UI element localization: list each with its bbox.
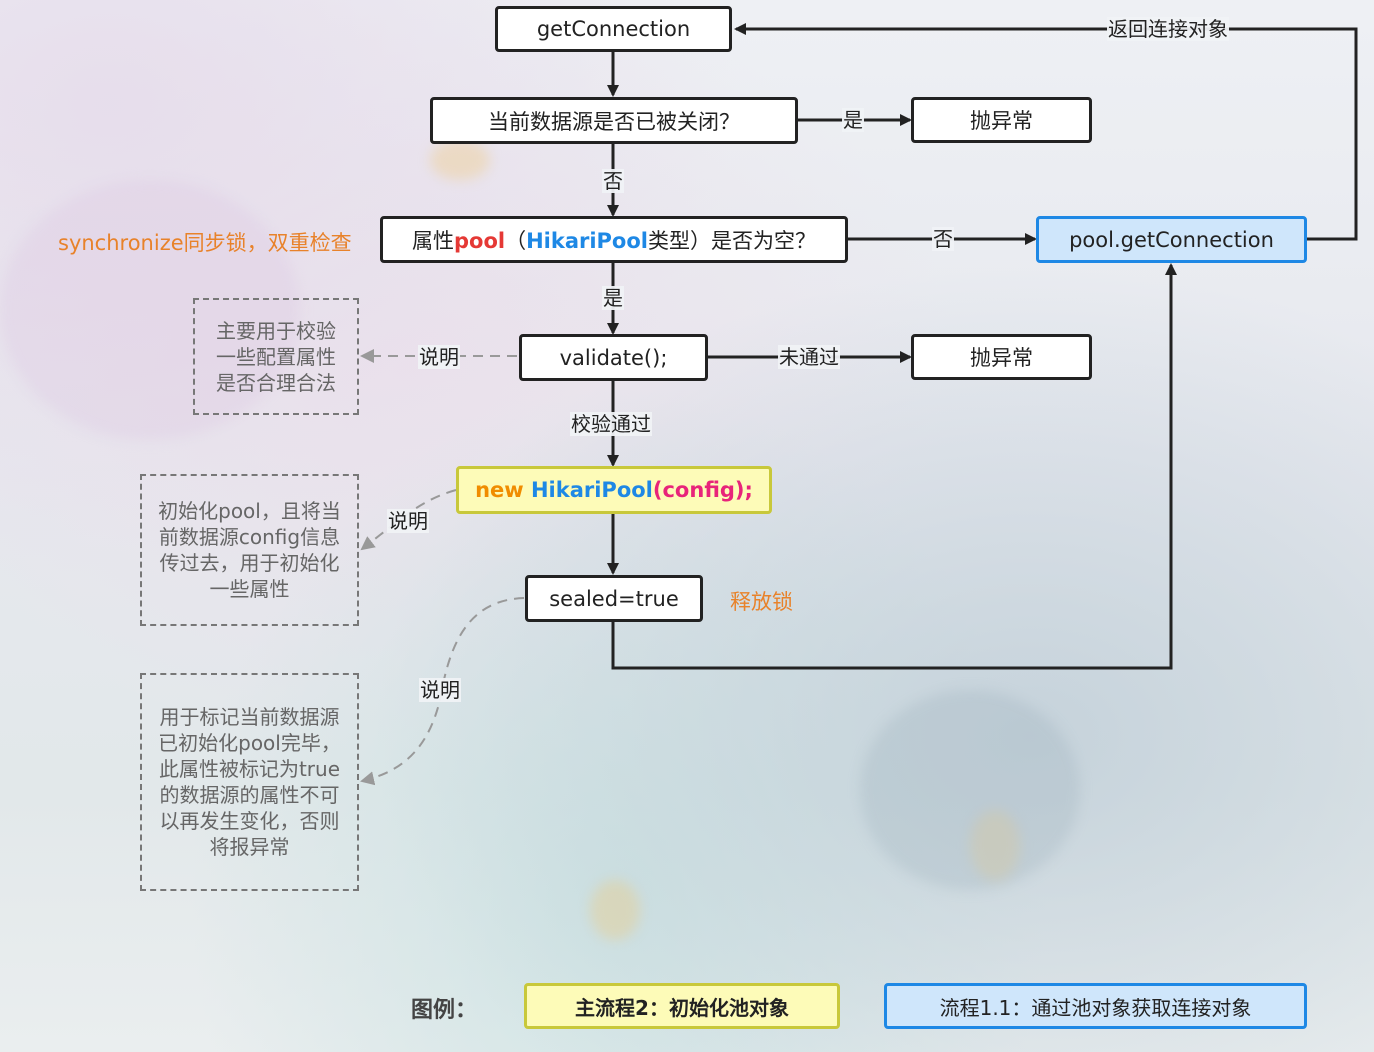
sealed-note: 用于标记当前数据源已初始化pool完毕，此属性被标记为true的数据源的属性不可…	[140, 673, 359, 891]
legend-flow-1-1: 流程1.1：通过池对象获取连接对象	[884, 983, 1307, 1029]
legend-title: 图例：	[411, 998, 478, 1023]
pool-null-paren: （	[505, 228, 527, 253]
sync-lock-annotation: synchronize同步锁，双重检查	[58, 231, 352, 255]
pool-get-connection-node: pool.getConnection	[1036, 216, 1307, 263]
throw-exception-node-1: 抛异常	[911, 97, 1092, 143]
pool-null-hikari: HikariPool	[526, 228, 648, 253]
pool-null-text: 属性pool（HikariPool类型）是否为空？	[412, 225, 816, 255]
get-connection-node: getConnection	[495, 6, 732, 52]
blossom-tree	[0, 180, 300, 440]
validate-note-text: 主要用于校验一些配置属性是否合理合法	[216, 318, 336, 395]
legend-main-flow: 主流程2：初始化池对象	[524, 983, 840, 1029]
label-explain-3: 说明	[419, 678, 461, 702]
new-config-arg: (config);	[652, 478, 753, 502]
throw-exception-node-2: 抛异常	[911, 334, 1092, 380]
legend-flow-1-1-text: 流程1.1：通过池对象获取连接对象	[939, 995, 1252, 1020]
pool-null-suffix: 类型）是否为空？	[648, 228, 816, 253]
new-keyword: new	[475, 478, 531, 502]
label-null-yes: 是	[602, 286, 624, 310]
lantern-glow	[430, 140, 490, 180]
label-explain-2: 说明	[387, 509, 429, 533]
lantern-glow	[970, 810, 1020, 880]
validate-node: validate();	[519, 334, 708, 381]
init-note-text: 初始化pool，且将当前数据源config信息传过去，用于初始化一些属性	[158, 499, 341, 601]
label-return-connection: 返回连接对象	[1107, 17, 1229, 41]
pool-get-connection-text: pool.getConnection	[1069, 227, 1274, 252]
edge-return-connection	[734, 23, 1358, 241]
new-hikari-pool-node: new HikariPool(config);	[456, 466, 772, 514]
sealed-node: sealed=true	[525, 575, 703, 622]
label-validate-passed: 校验通过	[570, 412, 652, 436]
init-note: 初始化pool，且将当前数据源config信息传过去，用于初始化一些属性	[140, 474, 359, 626]
throw-exception-text-2: 抛异常	[970, 346, 1033, 370]
legend-main-flow-text: 主流程2：初始化池对象	[575, 995, 789, 1020]
validate-note: 主要用于校验一些配置属性是否合理合法	[193, 298, 359, 415]
new-hikari-pool-text: new HikariPool(config);	[475, 478, 753, 502]
label-explain-1: 说明	[418, 345, 460, 369]
validate-text: validate();	[559, 345, 668, 370]
label-closed-no: 否	[602, 169, 624, 193]
is-closed-decision: 当前数据源是否已被关闭？	[430, 97, 798, 144]
pool-null-decision: 属性pool（HikariPool类型）是否为空？	[380, 216, 848, 263]
new-hikari-class: HikariPool	[530, 478, 653, 502]
pool-null-prefix: 属性	[411, 228, 454, 253]
throw-exception-text-1: 抛异常	[970, 109, 1033, 133]
pool-null-pool: pool	[453, 228, 506, 253]
label-validate-failed: 未通过	[778, 345, 840, 369]
sealed-text: sealed=true	[549, 586, 679, 611]
sealed-note-text: 用于标记当前数据源已初始化pool完毕，此属性被标记为true的数据源的属性不可…	[158, 705, 341, 859]
edge-sealed-to-get	[611, 263, 1177, 670]
release-lock-annotation: 释放锁	[730, 590, 793, 614]
label-closed-yes: 是	[842, 108, 864, 132]
pavilion-shadow	[860, 690, 1080, 890]
get-connection-text: getConnection	[536, 17, 691, 41]
label-null-no: 否	[932, 227, 954, 251]
is-closed-text: 当前数据源是否已被关闭？	[488, 109, 740, 134]
lantern-glow	[590, 880, 640, 940]
